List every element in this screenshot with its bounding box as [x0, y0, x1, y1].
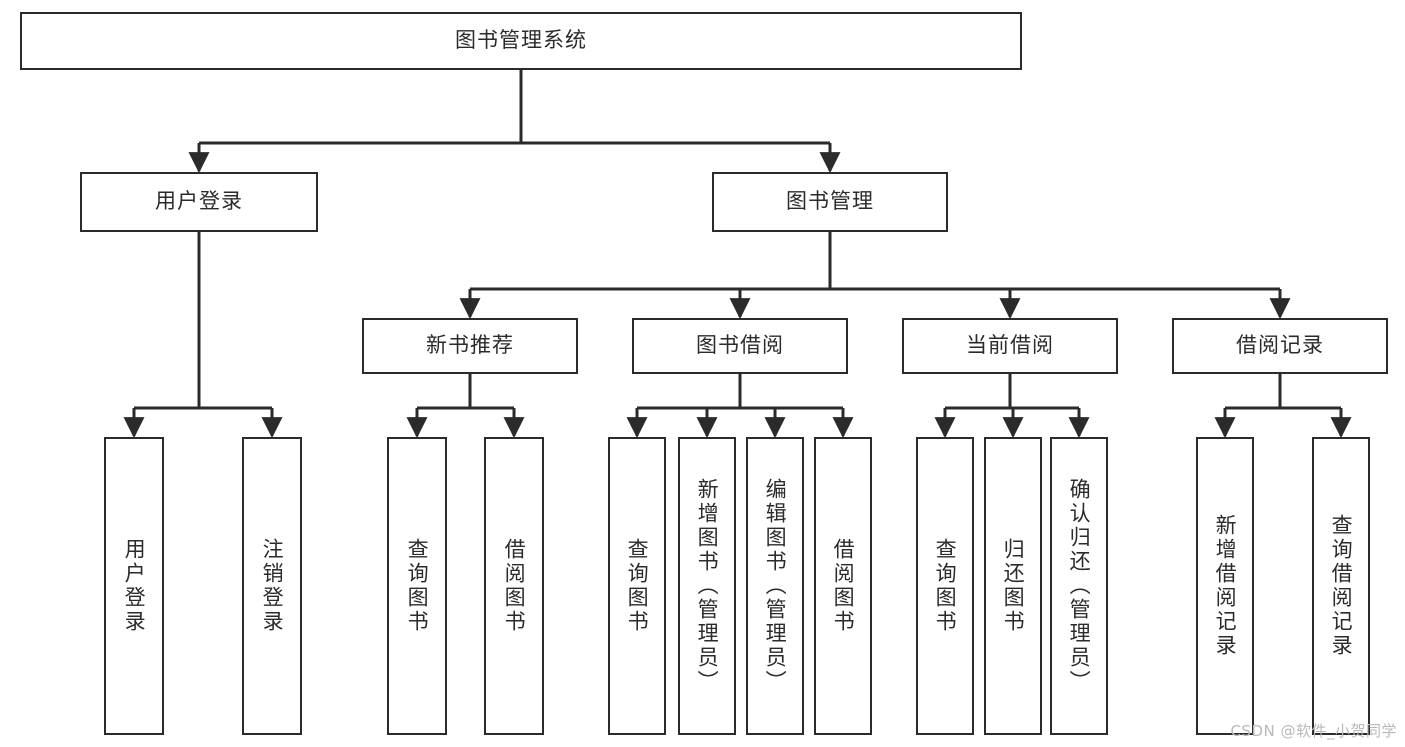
node-label: 查询借阅记录 [1329, 514, 1354, 658]
node-label: 图书借阅 [696, 333, 784, 358]
node-label: 用户登录 [155, 189, 243, 214]
node-label: 借阅记录 [1236, 333, 1324, 358]
node-label: 新增图书（管理员） [695, 478, 720, 694]
node-user-login[interactable]: 用户登录 [80, 172, 318, 232]
node-label: 当前借阅 [966, 333, 1054, 358]
node-label: 查询图书 [405, 538, 430, 634]
node-book-borrow[interactable]: 图书借阅 [632, 318, 848, 374]
node-root[interactable]: 图书管理系统 [20, 12, 1022, 70]
node-leaf-add-record[interactable]: 新增借阅记录 [1196, 437, 1254, 735]
node-label: 注销登录 [260, 538, 285, 634]
node-label: 查询图书 [625, 538, 650, 634]
node-label: 归还图书 [1001, 538, 1026, 634]
node-label: 确认归还（管理员） [1067, 478, 1092, 694]
node-leaf-query-book-2[interactable]: 查询图书 [608, 437, 666, 735]
node-label: 新书推荐 [426, 333, 514, 358]
node-leaf-query-record[interactable]: 查询借阅记录 [1312, 437, 1370, 735]
node-book-manage[interactable]: 图书管理 [712, 172, 948, 232]
node-leaf-confirm-return[interactable]: 确认归还（管理员） [1050, 437, 1108, 735]
csdn-watermark: CSDN @软件_小贺同学 [1230, 722, 1397, 740]
node-leaf-user-logout[interactable]: 注销登录 [242, 437, 302, 735]
node-label: 图书管理 [786, 189, 874, 214]
node-leaf-query-book-1[interactable]: 查询图书 [387, 437, 447, 735]
node-leaf-borrow-book-1[interactable]: 借阅图书 [484, 437, 544, 735]
node-current-borrow[interactable]: 当前借阅 [902, 318, 1118, 374]
node-leaf-borrow-book-2[interactable]: 借阅图书 [814, 437, 872, 735]
node-label: 图书管理系统 [455, 28, 587, 53]
node-label: 查询图书 [933, 538, 958, 634]
node-label: 用户登录 [122, 538, 147, 634]
node-label: 新增借阅记录 [1213, 514, 1238, 658]
node-label: 编辑图书（管理员） [763, 478, 788, 694]
node-leaf-user-login[interactable]: 用户登录 [104, 437, 164, 735]
node-leaf-return-book[interactable]: 归还图书 [984, 437, 1042, 735]
node-leaf-edit-book[interactable]: 编辑图书（管理员） [746, 437, 804, 735]
node-label: 借阅图书 [831, 538, 856, 634]
node-label: 借阅图书 [502, 538, 527, 634]
node-leaf-add-book[interactable]: 新增图书（管理员） [678, 437, 736, 735]
node-borrow-record[interactable]: 借阅记录 [1172, 318, 1388, 374]
node-leaf-query-book-3[interactable]: 查询图书 [916, 437, 974, 735]
node-new-book-rec[interactable]: 新书推荐 [362, 318, 578, 374]
